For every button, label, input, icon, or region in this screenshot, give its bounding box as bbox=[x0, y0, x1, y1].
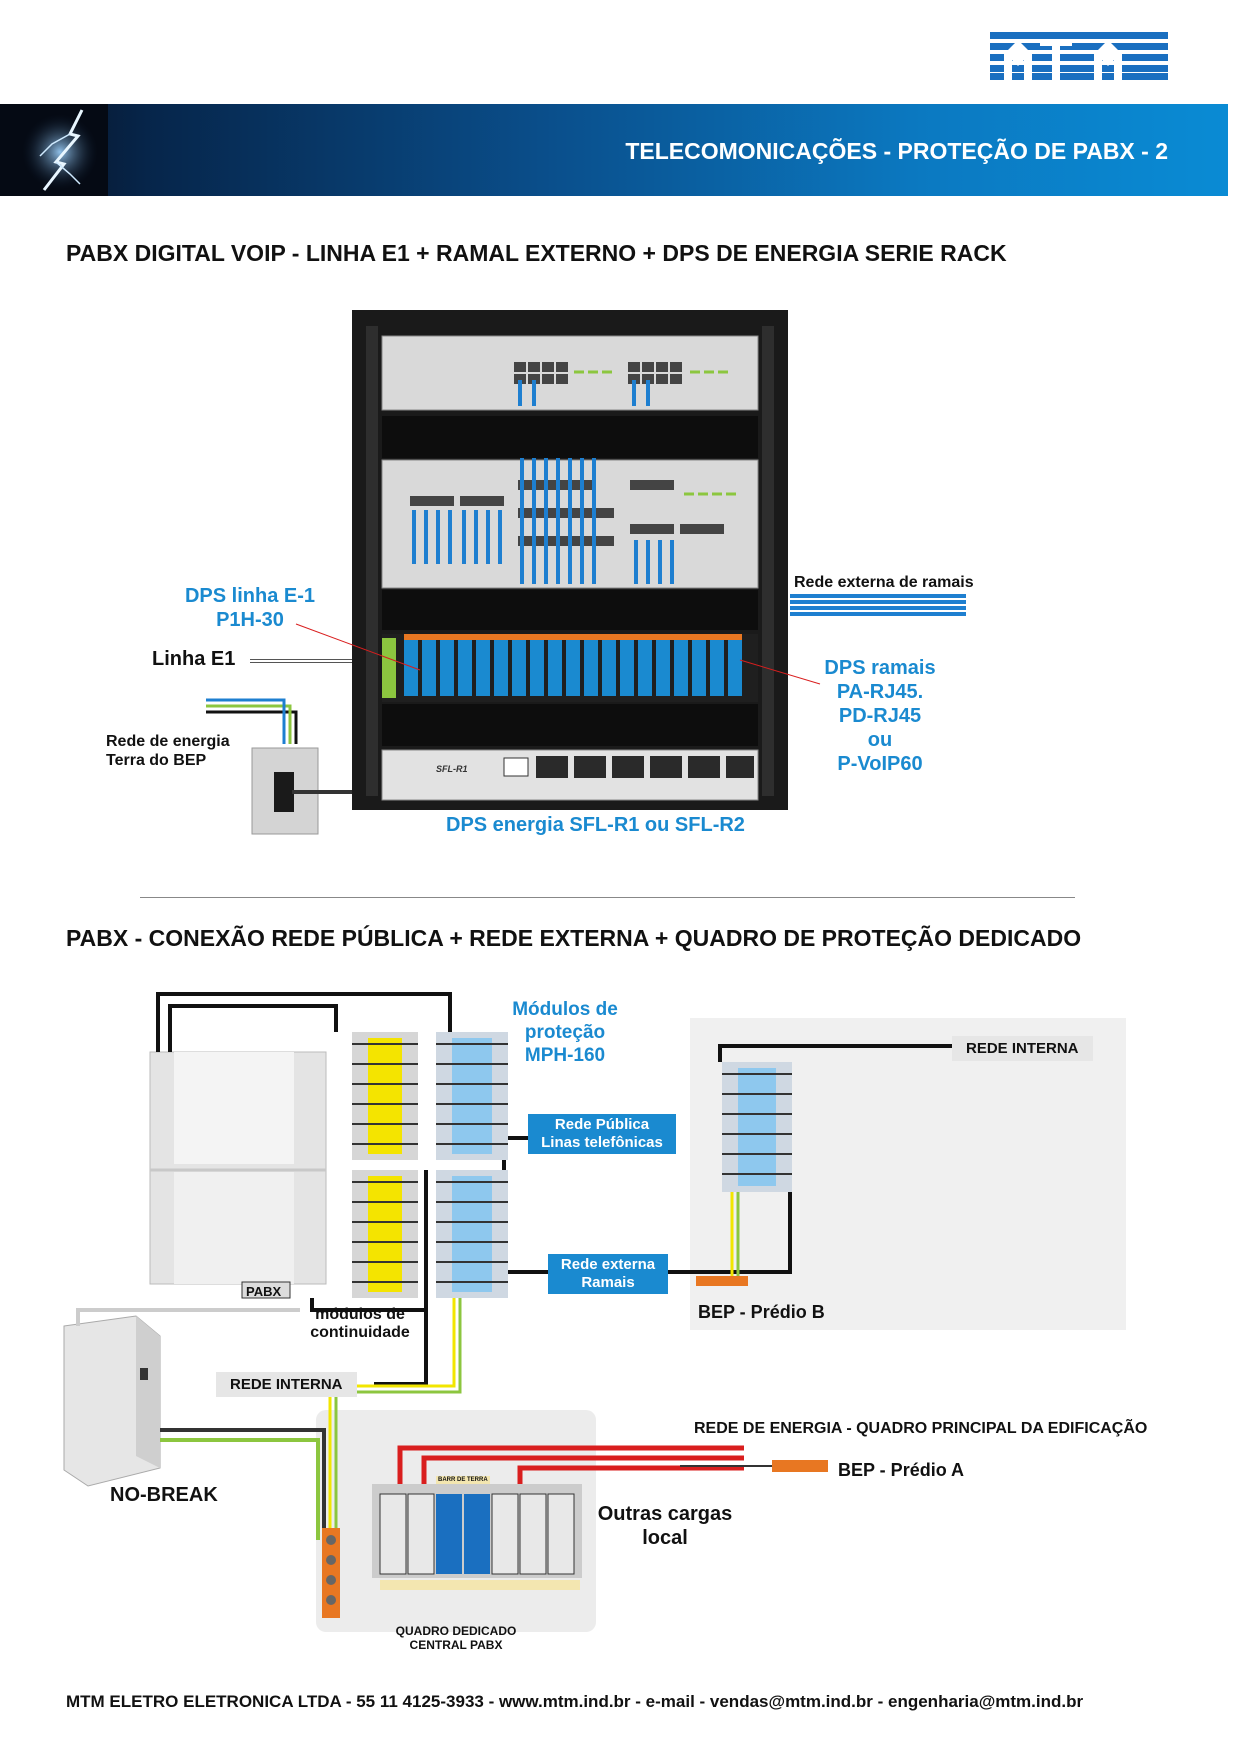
header-banner bbox=[0, 104, 1228, 196]
rack-unit-switch-1 bbox=[381, 335, 759, 411]
rack-unit-dps-panel bbox=[382, 634, 758, 702]
distribution-diagram bbox=[63, 992, 1126, 1632]
label-bep-predio-a: BEP - Prédio A bbox=[838, 1460, 965, 1480]
energy-cables bbox=[206, 698, 298, 744]
external-cable bbox=[790, 594, 966, 616]
label-nobreak: NO-BREAK bbox=[110, 1484, 218, 1506]
label-linha-e1: Linha E1 bbox=[152, 648, 236, 670]
sfl-label: SFL-R1 bbox=[436, 764, 468, 774]
mtm-logo-icon bbox=[990, 32, 1168, 80]
building-b-modules bbox=[722, 1062, 792, 1192]
section1-title: PABX DIGITAL VOIP - LINHA E1 + RAMAL EXT… bbox=[66, 240, 1007, 266]
label-modulos-protecao: Módulos de proteção MPH-160 bbox=[512, 999, 618, 1066]
rack-diagram: SFL-R1 bbox=[206, 310, 966, 835]
ground-bar bbox=[322, 1528, 340, 1618]
bep-b-bar bbox=[696, 1276, 748, 1286]
label-outras-cargas: Outras cargas local bbox=[597, 1503, 733, 1549]
label-dps-ramais: DPS ramais PA-RJ45. PD-RJ45 ou P-VoIP60 bbox=[824, 657, 936, 775]
section-divider bbox=[140, 897, 1075, 898]
label-modulos-continuidade: módulos de continuidade bbox=[310, 1306, 410, 1341]
page-title: TELECOMONICAÇÕES - PROTEÇÃO DE PABX - 2 bbox=[625, 138, 1168, 164]
section2-title: PABX - CONEXÃO REDE PÚBLICA + REDE EXTER… bbox=[66, 925, 1082, 951]
protection-modules-mph160 bbox=[436, 1032, 508, 1298]
continuity-modules bbox=[352, 1032, 418, 1298]
rack-unit-pabx bbox=[381, 458, 759, 589]
label-barra-terra: BARR DE TERRA bbox=[436, 1476, 490, 1484]
label-rede-interna-b: REDE INTERNA bbox=[952, 1036, 1093, 1061]
lightning-icon bbox=[0, 104, 108, 196]
label-rede-externa-ramais-2: Rede externa Ramais bbox=[548, 1254, 668, 1294]
label-rede-energia: Rede de energia Terra do BEP bbox=[106, 733, 230, 769]
label-dps-energia: DPS energia SFL-R1 ou SFL-R2 bbox=[446, 814, 745, 836]
label-rede-externa-ramais: Rede externa de ramais bbox=[794, 574, 974, 591]
pabx-cabinet bbox=[149, 1051, 327, 1299]
label-pabx: PABX bbox=[246, 1284, 282, 1299]
label-rede-interna-a: REDE INTERNA bbox=[216, 1372, 357, 1397]
label-rede-publica: Rede Pública Linas telefônicas bbox=[528, 1114, 676, 1154]
quadro-breakers bbox=[372, 1484, 582, 1590]
bep-a-bar bbox=[772, 1460, 828, 1472]
rack-unit-sfl: SFL-R1 bbox=[381, 749, 759, 801]
nobreak-unit bbox=[63, 1315, 161, 1487]
label-quadro-dedicado: QUADRO DEDICADO CENTRAL PABX bbox=[395, 1624, 517, 1652]
label-dps-e1: DPS linha E-1 P1H-30 bbox=[184, 585, 316, 631]
footer-contact: MTM ELETRO ELETRONICA LTDA - 55 11 4125-… bbox=[66, 1692, 1084, 1711]
label-bep-predio-b: BEP - Prédio B bbox=[698, 1302, 825, 1322]
label-rede-energia-principal: REDE DE ENERGIA - QUADRO PRINCIPAL DA ED… bbox=[694, 1420, 1148, 1437]
